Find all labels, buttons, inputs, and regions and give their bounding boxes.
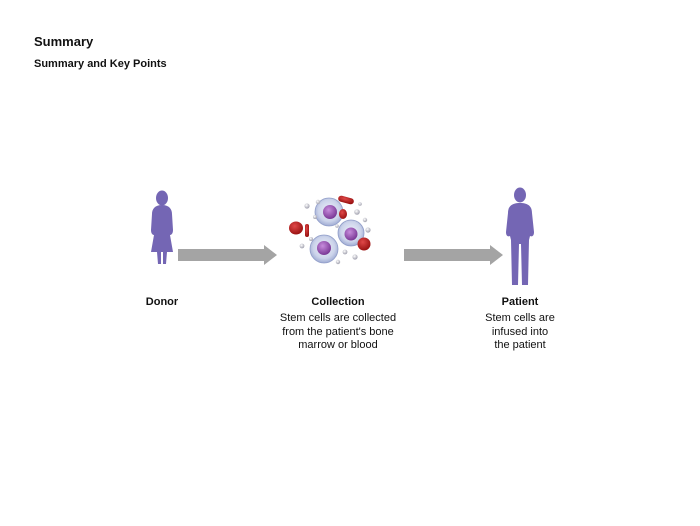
stage-donor: Donor — [72, 296, 252, 309]
stem-cells-icon — [289, 195, 371, 265]
arrow-donor-to-collection — [178, 245, 277, 265]
stage-patient: Patient Stem cells are infused into the … — [430, 296, 610, 353]
stage-label-patient: Patient — [501, 296, 539, 308]
stage-label-donor: Donor — [145, 296, 179, 308]
arrow-collection-to-patient — [404, 245, 503, 265]
page-title: Summary — [34, 34, 94, 49]
stage-label-collection: Collection — [311, 296, 365, 308]
female-silhouette-icon — [151, 190, 173, 264]
male-silhouette-icon — [506, 187, 534, 285]
stage-collection: Collection Stem cells are collected from… — [248, 296, 428, 353]
stage-description-collection: Stem cells are collected from the patien… — [279, 312, 397, 351]
page-subtitle: Summary and Key Points — [34, 58, 167, 70]
stage-description-patient: Stem cells are infused into the patient — [485, 312, 555, 351]
